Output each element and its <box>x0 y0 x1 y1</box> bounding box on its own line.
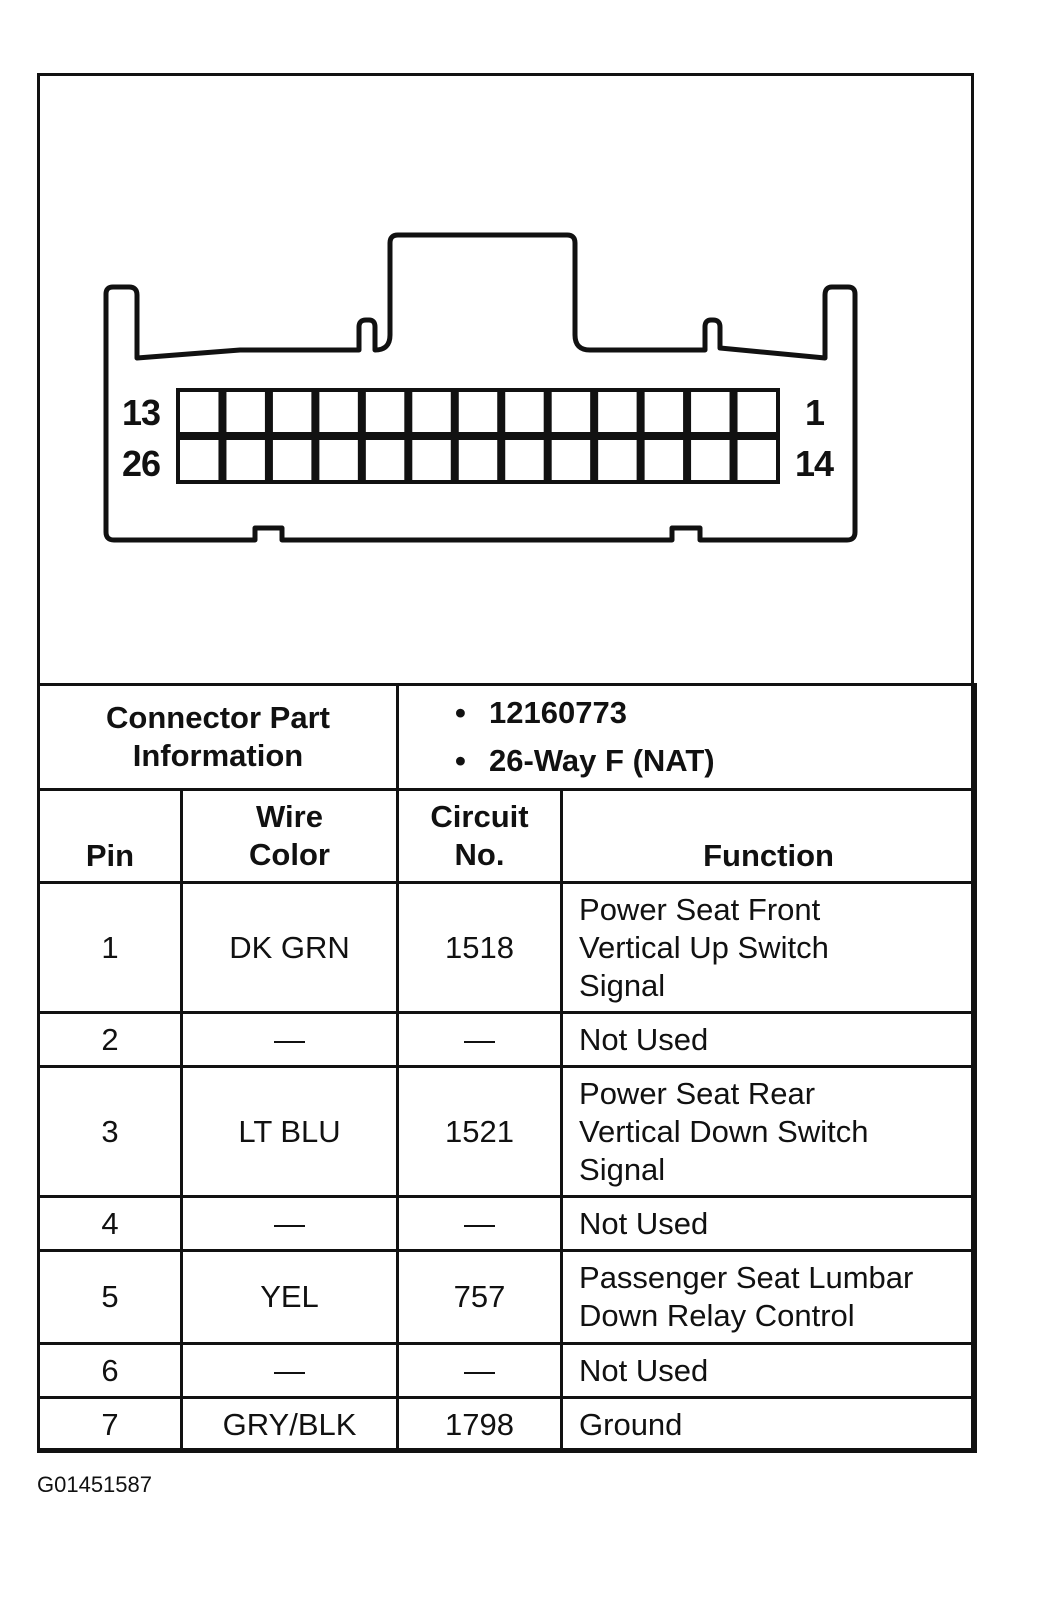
wire-color-cell: — <box>179 1011 400 1068</box>
pin-cavity-18 <box>551 440 591 480</box>
circuit-cell: — <box>396 1195 564 1252</box>
pin-cell: 1 <box>37 881 183 1014</box>
function-line: Not Used <box>579 1352 709 1388</box>
wire-color-cell: — <box>179 1195 400 1252</box>
pin-cavity-20 <box>458 440 498 480</box>
function-cell: Not Used <box>560 1342 978 1399</box>
function-line: Not Used <box>579 1205 709 1241</box>
pin-cavity-26 <box>180 440 219 480</box>
pin-cavity-24 <box>272 440 312 480</box>
function-line: Down Relay Control <box>579 1298 855 1333</box>
function-line: Power Seat Front <box>579 891 821 927</box>
pin-cavity-2 <box>691 392 730 432</box>
wire-color-cell: YEL <box>179 1249 400 1345</box>
function-line: Ground <box>579 1406 683 1442</box>
table-row: 4——Not Used <box>37 1195 978 1252</box>
wire-color-cell: DK GRN <box>179 881 400 1014</box>
pin-label-1: 1 <box>805 392 825 433</box>
connector-type: •26-Way F (NAT) <box>455 743 715 778</box>
circuit-cell: — <box>396 1011 564 1068</box>
pin-cavity-5 <box>551 392 591 432</box>
column-header-row: Pin Wire Color Circuit No. Function <box>37 788 978 884</box>
pin-cell: 7 <box>37 1396 183 1453</box>
pin-cell: 6 <box>37 1342 183 1399</box>
pin-cell: 4 <box>37 1195 183 1252</box>
pin-grid <box>176 388 780 484</box>
header-circuit-no: Circuit No. <box>396 788 564 884</box>
pin-cavity-14 <box>737 440 776 480</box>
wire-color-cell: LT BLU <box>179 1065 400 1198</box>
circuit-cell: 1518 <box>396 881 564 1014</box>
part-info-label: Connector Part Information <box>36 683 400 791</box>
figure-id: G01451587 <box>37 1472 152 1497</box>
function-cell: Not Used <box>560 1011 978 1068</box>
part-info-row: Connector Part Information •12160773 •26… <box>36 683 978 791</box>
function-line: Signal <box>579 967 666 1003</box>
circuit-cell: — <box>396 1342 564 1399</box>
pin-cavity-25 <box>226 440 265 480</box>
function-line: Vertical Up Switch <box>579 929 829 965</box>
header-wire-color: Wire Color <box>179 788 400 884</box>
pin-cavity-23 <box>319 440 358 480</box>
header-pin: Pin <box>37 788 183 884</box>
pin-label-14: 14 <box>795 443 834 484</box>
pin-cavity-16 <box>644 440 684 480</box>
pin-cell: 3 <box>37 1065 183 1198</box>
pin-cavity-4 <box>598 392 637 432</box>
table-row: 2——Not Used <box>37 1011 978 1068</box>
pin-cavity-15 <box>691 440 730 480</box>
connector-face-drawing <box>103 232 858 543</box>
function-line: Power Seat Rear <box>579 1075 816 1111</box>
circuit-cell: 757 <box>396 1249 564 1345</box>
pin-cavity-10 <box>319 392 358 432</box>
part-info-values: •12160773 •26-Way F (NAT) <box>396 683 978 791</box>
pin-cavity-21 <box>412 440 451 480</box>
pin-cavity-11 <box>272 392 312 432</box>
wire-color-cell: — <box>179 1342 400 1399</box>
function-line: Signal <box>579 1151 666 1187</box>
wire-color-cell: GRY/BLK <box>179 1396 400 1453</box>
pin-cavity-19 <box>505 440 544 480</box>
function-line: Vertical Down Switch <box>579 1113 869 1149</box>
pin-cavity-13 <box>180 392 219 432</box>
pin-cavity-12 <box>226 392 265 432</box>
circuit-cell: 1521 <box>396 1065 564 1198</box>
pin-cavity-1 <box>737 392 776 432</box>
pin-cavity-6 <box>505 392 544 432</box>
connector-housing <box>103 232 858 543</box>
pin-cell: 2 <box>37 1011 183 1068</box>
pin-cell: 5 <box>37 1249 183 1345</box>
pin-label-26: 26 <box>122 443 161 484</box>
table-row: 6——Not Used <box>37 1342 978 1399</box>
part-number: •12160773 <box>455 695 627 730</box>
header-function: Function <box>560 788 978 884</box>
function-line: Passenger Seat Lumbar <box>579 1260 914 1295</box>
pin-cavity-8 <box>412 392 451 432</box>
function-cell: Not Used <box>560 1195 978 1252</box>
connector-pinout-table: Connector Part Information •12160773 •26… <box>36 683 978 1453</box>
pin-cavity-7 <box>458 392 498 432</box>
pin-cavity-22 <box>365 440 405 480</box>
circuit-cell: 1798 <box>396 1396 564 1453</box>
pin-label-13: 13 <box>122 392 161 433</box>
pin-cavity-3 <box>644 392 684 432</box>
pin-cavity-9 <box>365 392 405 432</box>
function-cell: Ground <box>560 1396 978 1453</box>
function-line: Not Used <box>579 1021 709 1057</box>
pin-cavity-17 <box>598 440 637 480</box>
